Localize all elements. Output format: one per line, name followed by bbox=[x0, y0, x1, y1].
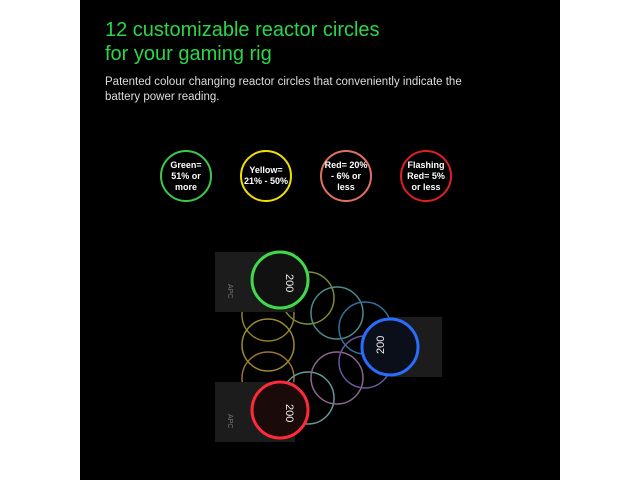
brand-logo: APC bbox=[226, 284, 233, 298]
level-flashing-red: Flashing Red= 5% or less bbox=[400, 150, 452, 202]
reactor-ring-blue bbox=[360, 317, 420, 377]
reactor-ring-green bbox=[250, 250, 310, 310]
page-subtitle: Patented colour changing reactor circles… bbox=[105, 76, 462, 103]
level-red: Red= 20% - 6% or less bbox=[320, 150, 372, 202]
reactor-ring-red bbox=[250, 380, 310, 440]
level-green: Green= 51% or more bbox=[160, 150, 212, 202]
product-image: APC APC 200 200 200 bbox=[215, 250, 442, 442]
promo-panel bbox=[80, 0, 560, 480]
level-yellow: Yellow= 21% - 50% bbox=[240, 150, 292, 202]
display-readout: 200 bbox=[283, 404, 295, 422]
brand-logo: APC bbox=[226, 414, 233, 428]
display-readout: 200 bbox=[375, 336, 387, 354]
display-readout: 200 bbox=[283, 274, 295, 292]
